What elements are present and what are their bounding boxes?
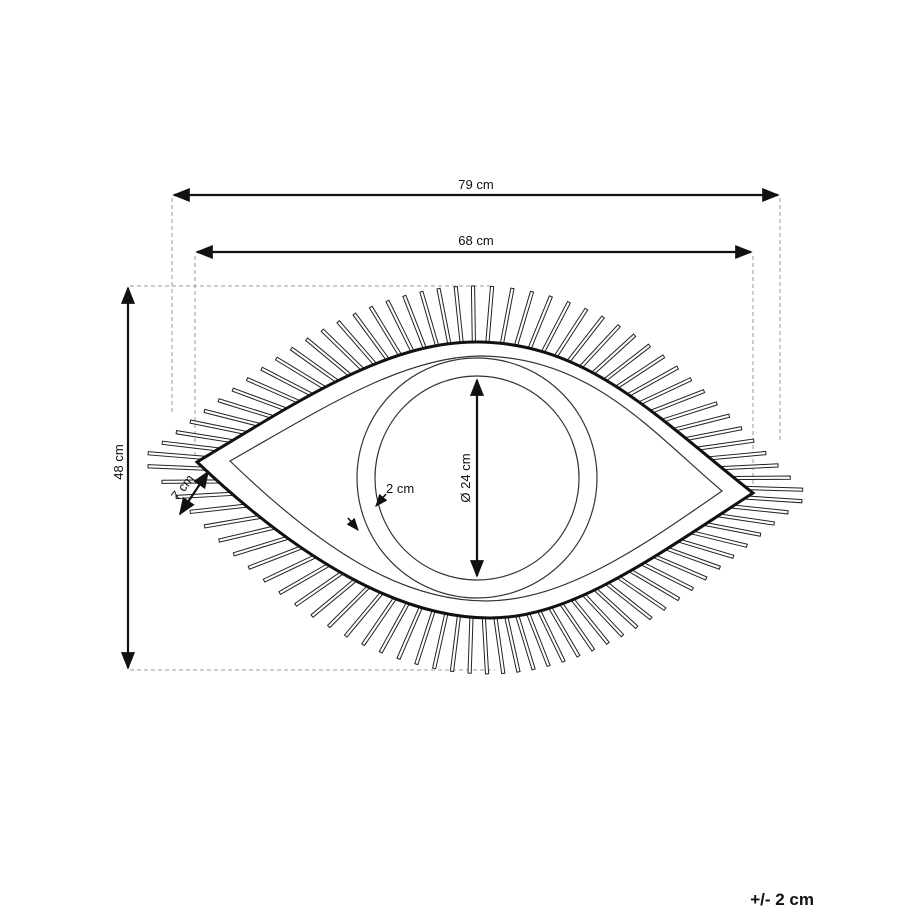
fringe-stick (175, 430, 237, 444)
fringe-stick (551, 307, 589, 362)
label-fringe-length: 7 cm (168, 472, 197, 503)
fringe-stick (467, 612, 474, 674)
fringe-stick (449, 611, 462, 673)
fringe-stick (700, 521, 762, 537)
fringe-stick (635, 377, 693, 407)
fringe-stick (274, 356, 330, 392)
tolerance-note: +/- 2 cm (750, 890, 814, 909)
fringe-stick (717, 463, 779, 471)
label-diameter: Ø 24 cm (458, 453, 473, 502)
label-frame-width: 2 cm (386, 481, 414, 496)
fringe-stick (576, 323, 622, 372)
fringe-stick (729, 475, 791, 481)
fringe-stick (625, 566, 681, 602)
fringe-stick (681, 426, 743, 442)
fringe-stick (481, 613, 490, 675)
fringe-stick (741, 495, 803, 504)
fringe-stick (637, 559, 695, 592)
label-height: 48 cm (111, 444, 126, 479)
fringe-stick (484, 285, 495, 347)
fringe-stick (727, 504, 789, 515)
fringe-stick (336, 320, 380, 369)
fringe-stick (189, 503, 251, 515)
fringe-stick (432, 608, 450, 670)
fringe-stick (470, 285, 477, 347)
fringe-stick (588, 333, 637, 378)
fringe-stick (436, 287, 453, 349)
fringe-stick (161, 440, 223, 452)
fringe-stick (693, 438, 755, 452)
label-mirror-width: 68 cm (458, 233, 493, 248)
fringe-stick (546, 602, 581, 658)
fringe-stick (612, 354, 666, 392)
fringe-stick (326, 582, 374, 629)
fringe-stick (294, 568, 347, 607)
dim-arrow-frame-outer (346, 517, 359, 531)
fringe-stick (352, 312, 392, 365)
fringe-stick (613, 573, 667, 612)
dim-line-fringe (179, 470, 209, 516)
fringe-stick (623, 365, 680, 399)
fringe-stick (557, 599, 596, 652)
fringe-stick (600, 343, 652, 385)
fringe-stick (705, 450, 767, 461)
fringe-stick (320, 328, 368, 374)
fringe-stick (492, 613, 506, 675)
fringe-stick (535, 606, 566, 663)
fringe-stick (189, 419, 251, 436)
fringe-stick (310, 575, 360, 619)
guide-lines (130, 198, 781, 671)
fringe-stick (564, 315, 606, 367)
label-overall-width: 79 cm (458, 177, 493, 192)
fringe-stick (203, 514, 265, 529)
fringe-stick (278, 561, 334, 596)
fringe-stick (499, 287, 515, 349)
fringe-stick (368, 305, 405, 360)
fringe-stick (260, 366, 317, 399)
fringe-stick (343, 588, 387, 638)
fringe-stick (649, 552, 708, 581)
fringe-stick (304, 337, 355, 380)
fringe-stick (289, 346, 342, 386)
fringe-stick (218, 524, 279, 543)
fringe-stick (147, 451, 209, 461)
dim-arrow-frame-inner (375, 493, 388, 507)
fringe-stick (453, 286, 465, 348)
fringe-stick (245, 376, 304, 406)
fringe-stick (713, 512, 775, 526)
fringe-stick (361, 593, 400, 647)
